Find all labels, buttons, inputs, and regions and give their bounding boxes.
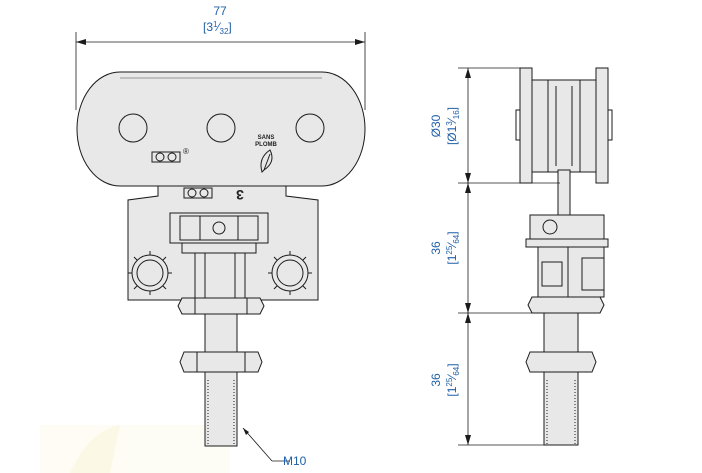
height-upper-imperial: [125⁄64]	[445, 231, 461, 264]
knurled-nut-right	[268, 251, 312, 295]
bolt-body	[194, 252, 246, 299]
diameter-metric: Ø30	[429, 114, 443, 137]
wheel-flange-right	[595, 67, 609, 184]
washer	[181, 242, 257, 254]
width-dimension: 77 [31⁄32]	[75, 4, 366, 110]
hex-nut-lower	[179, 351, 263, 373]
sans-plomb-logo: SANS PLOMB	[255, 135, 277, 173]
height-upper-metric: 36	[429, 241, 443, 255]
wheel-flange-left	[519, 67, 533, 184]
wheel-hub	[531, 79, 597, 173]
svg-text:PLOMB: PLOMB	[255, 142, 277, 148]
hex-nut-upper	[177, 297, 265, 315]
threaded-stud	[204, 313, 238, 447]
height-dimension-upper: 36 [125⁄64]	[429, 183, 548, 314]
height-dimension-lower: 36 [125⁄64]	[429, 313, 548, 446]
wheel-hole-left	[118, 113, 148, 143]
watermark	[40, 425, 230, 473]
width-metric: 77	[213, 4, 227, 18]
plate-number: 3	[236, 187, 244, 203]
height-lower-metric: 36	[429, 373, 443, 387]
side-threaded-stud	[543, 312, 579, 446]
side-nut-block	[529, 214, 605, 240]
height-lower-imperial: [125⁄64]	[445, 363, 461, 396]
brand-symbol-icon: ®	[151, 147, 189, 163]
wheel-hole-center	[206, 113, 236, 143]
front-view: 77 [31⁄32] ® SANS PLOMB 3	[75, 4, 366, 468]
wheel-plate	[76, 71, 366, 187]
leaf-icon	[260, 149, 273, 173]
hanger-blade	[557, 169, 571, 216]
side-view: Ø30 [Ø13⁄16] 36 [125⁄64] 36 [125⁄64]	[429, 67, 613, 446]
registered-mark: ®	[183, 147, 189, 156]
thread-label: M10	[283, 454, 307, 468]
thread-callout: M10	[242, 427, 307, 468]
side-hex-nut-lower	[525, 351, 597, 373]
knurled-nut-left	[128, 251, 172, 295]
width-imperial: [31⁄32]	[203, 20, 232, 36]
wheel-hole-right	[295, 113, 325, 143]
side-washer	[525, 238, 609, 248]
nut-block	[169, 212, 269, 244]
diameter-imperial: [Ø13⁄16]	[445, 107, 461, 145]
brand-symbol-icon-lower	[183, 187, 213, 199]
svg-text:SANS: SANS	[258, 135, 275, 141]
side-hex-nut-upper	[527, 296, 605, 314]
